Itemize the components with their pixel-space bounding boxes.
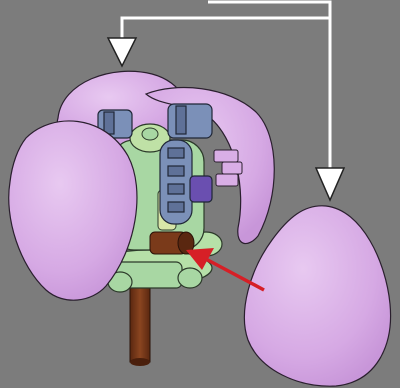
stem-end [130,358,150,366]
down-arrow-icon [108,38,136,66]
guide-line-left [122,18,330,40]
down-arrow-icon [316,168,344,200]
pink-clip [214,150,242,186]
petal-detached [244,206,390,386]
